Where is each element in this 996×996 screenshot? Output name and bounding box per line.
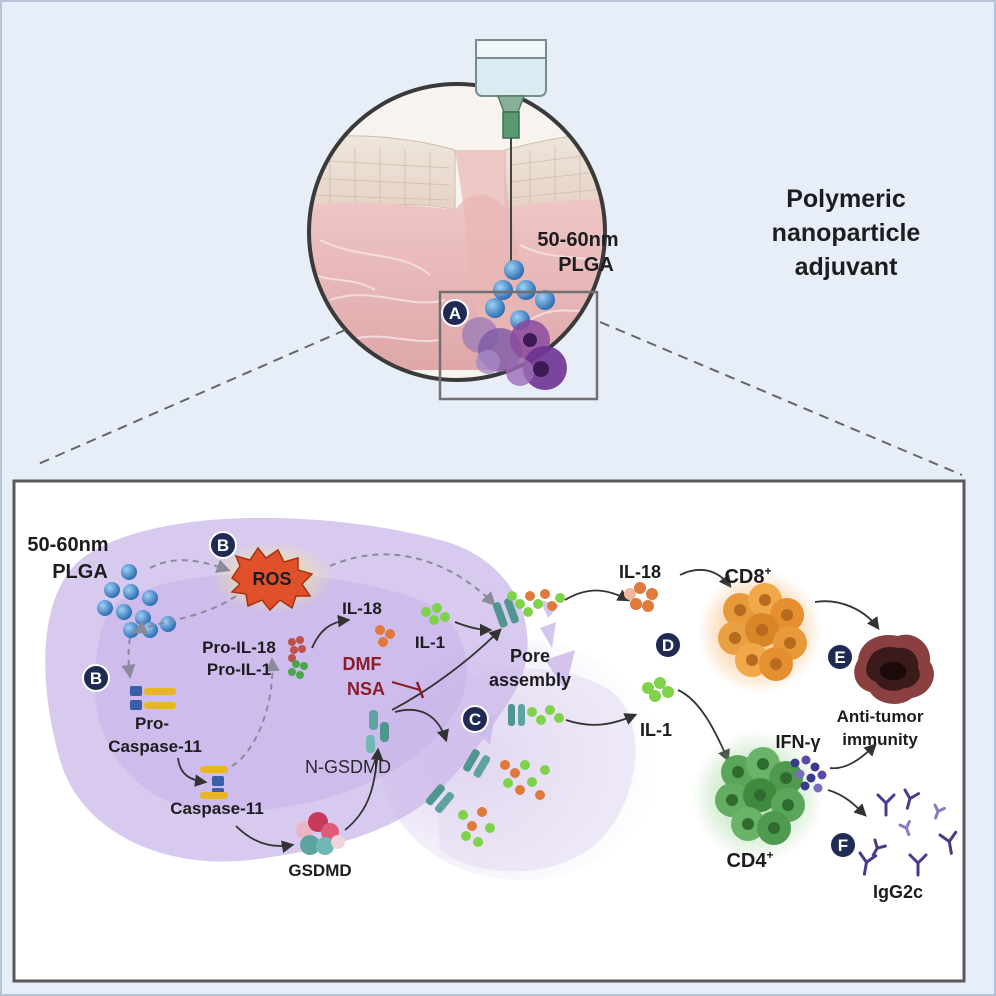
dmf-label: DMF — [343, 654, 382, 674]
injection-label-line1: 50-60nm — [537, 229, 618, 251]
released-cytokines-lower — [458, 760, 550, 847]
released-cytokines-upper — [507, 589, 565, 617]
title-line1: Polymeric — [786, 185, 906, 213]
badge-c: C — [461, 705, 489, 733]
pore-assembly-line2: assembly — [489, 670, 571, 690]
svg-text:D: D — [662, 636, 674, 655]
ros-label: ROS — [252, 569, 291, 589]
svg-text:C: C — [469, 710, 481, 729]
il1-inside-label: IL-1 — [415, 633, 445, 652]
il1-inside-dots — [421, 603, 450, 625]
n-gsdmd-icon — [366, 710, 389, 753]
pro-il1-dots — [288, 660, 308, 679]
tumor-icon — [854, 634, 934, 704]
il18-out-dots — [624, 582, 658, 612]
cd8-label: CD8+ — [724, 564, 771, 588]
badge-b-caspase: B — [82, 664, 110, 692]
il18-inside-dots — [375, 625, 395, 647]
gsdmd-label: GSDMD — [288, 861, 351, 880]
il1-out-dots — [642, 677, 674, 702]
pro-il1-label: Pro-IL-1 — [207, 660, 271, 679]
svg-text:B: B — [90, 669, 102, 688]
badge-e: E — [826, 643, 854, 671]
dashed-pathway-arrows — [121, 553, 496, 767]
cd4-label: CD4+ — [726, 848, 773, 872]
il18-out-label: IL-18 — [619, 562, 661, 582]
svg-text:A: A — [449, 304, 461, 323]
released-cytokines-middle — [527, 705, 564, 725]
pro-il18-label: Pro-IL-18 — [202, 638, 276, 657]
plga-particles — [97, 564, 176, 638]
badge-f: F — [829, 831, 857, 859]
svg-text:E: E — [834, 648, 845, 667]
pro-caspase-label-line2: Caspase-11 — [108, 737, 202, 756]
n-gsdmd-label: N-GSDMD — [305, 757, 391, 777]
title-line2: nanoparticle — [772, 219, 921, 247]
badge-d: D — [654, 631, 682, 659]
pro-il18-dots — [288, 636, 306, 662]
badge-b-ros: B — [209, 531, 237, 559]
gsdmd-pores — [425, 598, 525, 814]
immune-cell-cluster — [462, 317, 567, 390]
gsdmd-icon — [296, 812, 345, 855]
igg2c-label: IgG2c — [873, 882, 923, 902]
nsa-label: NSA — [347, 679, 385, 699]
zoom-box — [438, 290, 599, 401]
pore-assembly-line1: Pore — [510, 646, 550, 666]
title-line3: adjuvant — [795, 253, 898, 281]
caspase-label: Caspase-11 — [170, 799, 264, 818]
svg-text:F: F — [838, 836, 848, 855]
inhibition-bar-icon — [391, 681, 425, 699]
igg2c-antibodies — [858, 788, 958, 877]
pro-caspase-11-icon — [130, 686, 176, 710]
tissue-circle — [307, 39, 607, 401]
ros-burst: ROS — [210, 542, 334, 614]
antitumor-line2: immunity — [842, 730, 918, 749]
pro-caspase-label-line1: Pro- — [135, 714, 169, 733]
ifng-dots — [790, 755, 827, 793]
plga-label-line1: 50-60nm — [27, 534, 108, 556]
injection-label-line2: PLGA — [558, 254, 614, 276]
cd8-t-cells — [698, 570, 822, 694]
il1-out-label: IL-1 — [640, 720, 672, 740]
badge-a: A — [441, 299, 469, 327]
ifng-label: IFN-γ — [776, 732, 821, 752]
il18-inside-label: IL-18 — [342, 599, 382, 618]
zoom-line-right — [599, 321, 963, 476]
caspase-11-icon — [200, 766, 228, 799]
zoom-line-left — [35, 329, 346, 466]
syringe-icon — [475, 39, 547, 268]
svg-text:B: B — [217, 536, 229, 555]
antitumor-line1: Anti-tumor — [837, 707, 924, 726]
plga-label-line2: PLGA — [52, 561, 108, 583]
